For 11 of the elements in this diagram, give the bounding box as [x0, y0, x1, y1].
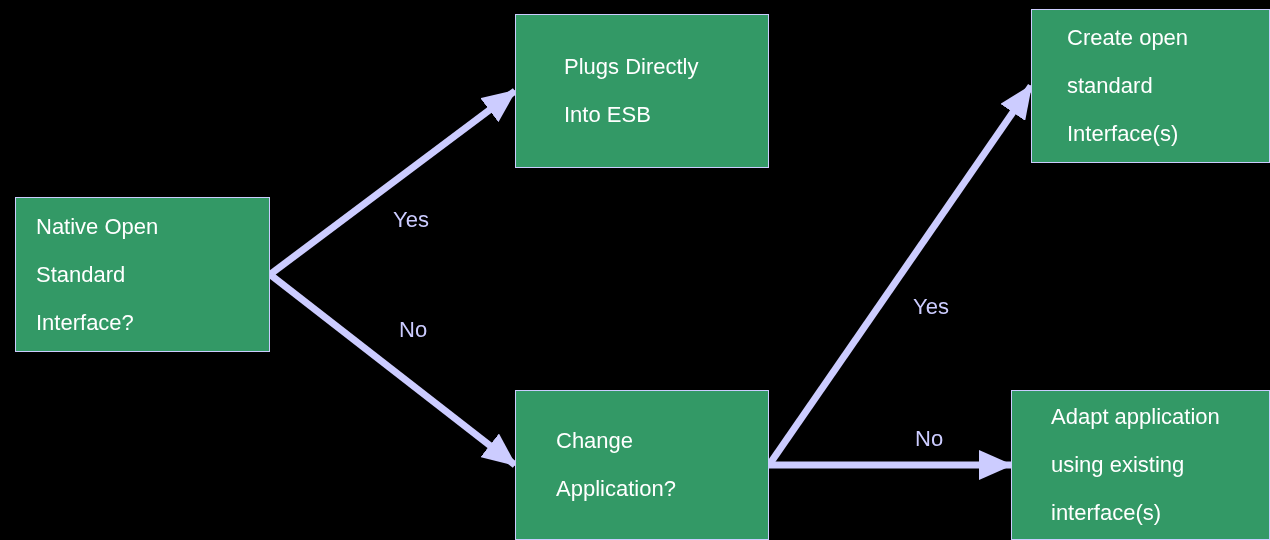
box-text: Plugs Directly Into ESB — [564, 53, 700, 129]
box-text: Change Application? — [556, 427, 677, 503]
process-box — [1011, 390, 1270, 540]
arrow — [769, 450, 1013, 480]
process-box — [15, 197, 270, 352]
box-text: Create open standard Interface(s) — [1067, 24, 1190, 148]
box-text: Adapt application using existing interface(s) — [1051, 403, 1221, 527]
process-box — [515, 390, 769, 540]
process-box — [1031, 9, 1270, 163]
box-text: Native Open Standard Interface? — [36, 212, 160, 337]
process-box — [515, 14, 769, 168]
